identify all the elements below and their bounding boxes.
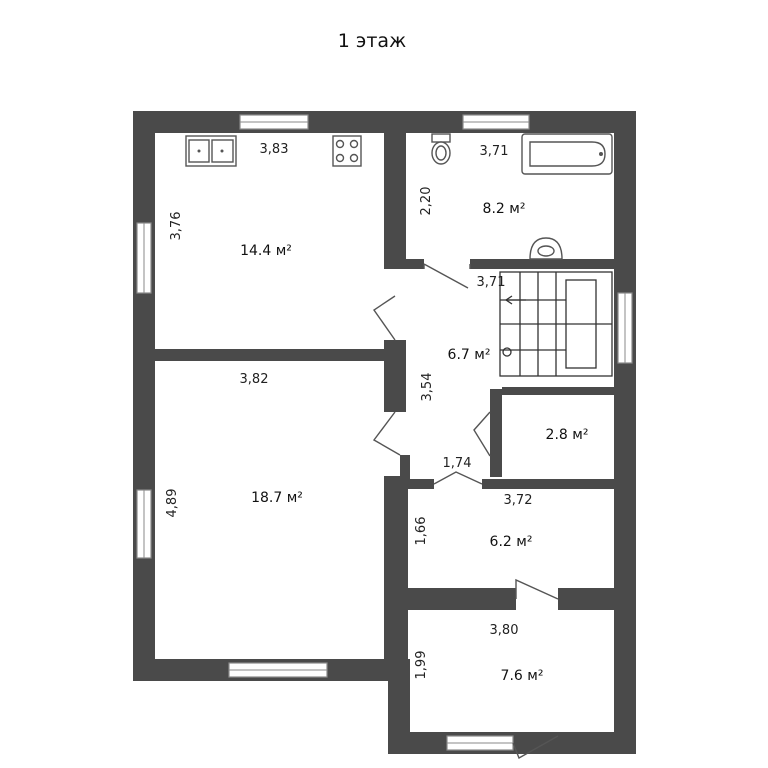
bathroom-width: 3,71 <box>480 144 509 159</box>
bathroom-area: 8.2 м² <box>483 201 526 217</box>
toilet-icon <box>431 133 451 165</box>
room7-width: 3,80 <box>490 623 519 638</box>
inner-walls <box>155 111 616 666</box>
hall-height: 3,54 <box>420 373 435 402</box>
hall-area: 6.7 м² <box>448 347 491 363</box>
storage-area: 2.8 м² <box>546 427 589 443</box>
bathtub-icon <box>521 133 613 175</box>
washbasin-icon <box>529 237 563 260</box>
plan-title: 1 этаж <box>338 30 406 52</box>
room6-area: 6.2 м² <box>490 534 533 550</box>
kitchen-width: 3,83 <box>260 142 289 157</box>
living-height: 4,89 <box>165 489 180 518</box>
kitchen-height: 3,76 <box>169 212 184 241</box>
hall-width: 3,71 <box>477 275 506 290</box>
stove-icon <box>332 135 362 167</box>
bathroom-height: 2,20 <box>419 187 434 216</box>
sink-icon <box>185 135 237 167</box>
room6-width: 3,72 <box>504 493 533 508</box>
staircase <box>499 271 613 377</box>
kitchen-area: 14.4 м² <box>240 243 292 259</box>
living-area: 18.7 м² <box>251 490 303 506</box>
doors <box>372 263 559 760</box>
room6-height: 1,66 <box>414 517 429 546</box>
hall-door-width: 1,74 <box>443 456 472 471</box>
room7-area: 7.6 м² <box>501 668 544 684</box>
room7-height: 1,99 <box>414 651 429 680</box>
living-width: 3,82 <box>240 372 269 387</box>
